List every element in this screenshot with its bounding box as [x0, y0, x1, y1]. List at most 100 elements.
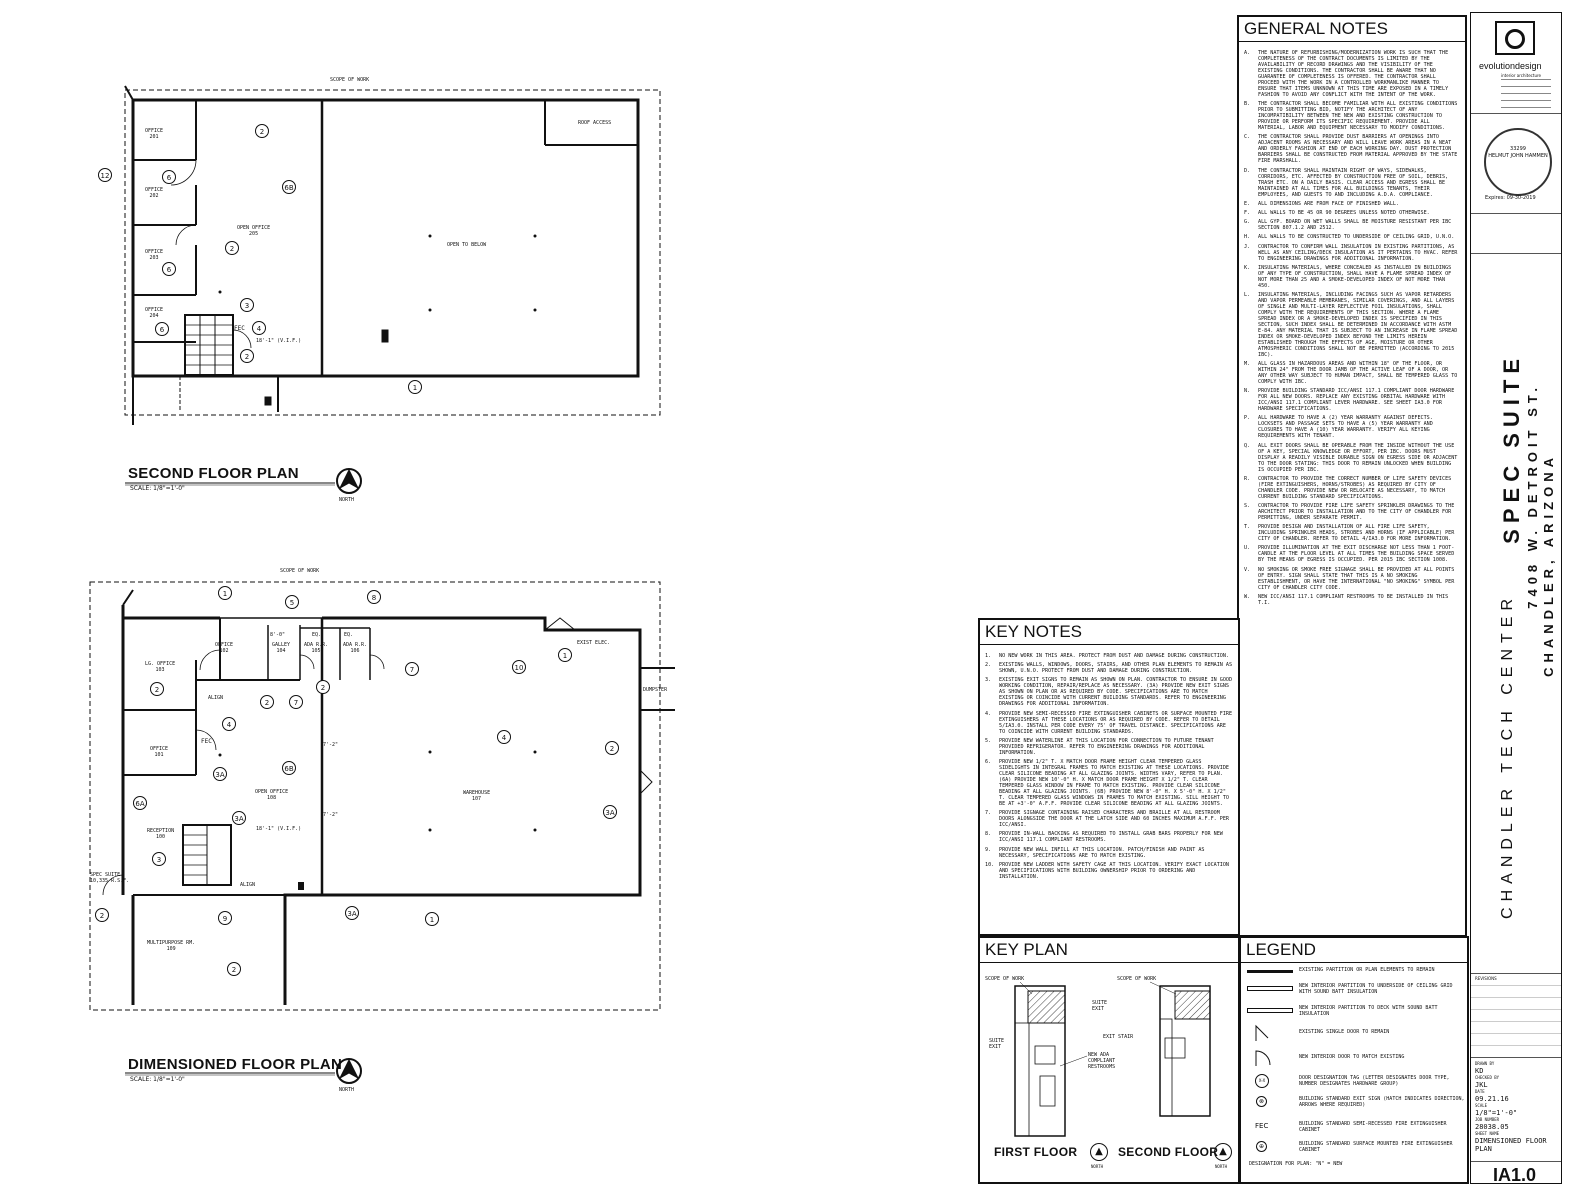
legend-title: LEGEND	[1241, 938, 1467, 963]
note-letter: M.	[1244, 361, 1251, 368]
note-item: L.INSULATING MATERIALS, INCLUDING FACING…	[1244, 292, 1460, 358]
note-letter: 9.	[985, 846, 992, 853]
note-letter: P.	[1244, 415, 1251, 422]
note-text: ALL GYP. BOARD ON WET WALLS SHALL BE MOI…	[1258, 219, 1452, 232]
revisions-label: REVISIONS	[1475, 976, 1497, 981]
keynote-bubble: 2	[260, 695, 274, 709]
note-text: PROVIDE DESIGN AND INSTALLATION OF ALL F…	[1258, 524, 1455, 543]
ada-restrooms-label: NEW ADA COMPLIANT RESTROOMS	[1088, 1052, 1116, 1070]
room-multipurpose-109: MULTIPURPOSE RM.109	[147, 940, 196, 952]
note-text: THE CONTRACTOR SHALL MAINTAIN RIGHT OF W…	[1258, 167, 1449, 198]
detail-bubble: 1	[218, 586, 232, 600]
keynote-bubble: 1	[408, 380, 422, 394]
plan-scale: SCALE: 1/8"=1'-0"	[130, 485, 185, 492]
note-text: PROVIDE IN-WALL BACKING AS REQUIRED TO I…	[999, 831, 1223, 844]
exit-sign-icon: ⊗	[1256, 1096, 1267, 1107]
note-text: INSULATING MATERIALS, WHERE CONCEALED AS…	[1258, 264, 1452, 289]
note-letter: 5.	[985, 737, 992, 744]
existing-partition-symbol	[1247, 970, 1293, 973]
note-text: CONTRACTOR TO CONFIRM WALL INSULATION IN…	[1258, 243, 1458, 262]
keynote-bubble: 3A	[232, 811, 246, 825]
note-letter: 10.	[985, 861, 995, 868]
eq-label: EQ.	[344, 632, 354, 638]
keynote-bubble: 2	[225, 241, 239, 255]
note-text: PROVIDE NEW 1/2" T. X MATCH DOOR FRAME H…	[999, 758, 1230, 807]
key-notes-list: 1. NO NEW WORK IN THIS AREA. PROTECT FROM…	[980, 645, 1238, 880]
keynote-bubble: 2	[150, 682, 164, 696]
note-text: PROVIDE NEW WATERLINE AT THIS LOCATION F…	[999, 737, 1214, 756]
galley-dim: 8'-0"	[270, 632, 286, 638]
keynote-bubble: 2	[227, 962, 241, 976]
note-letter: A.	[1244, 50, 1251, 56]
eq-label: EQ.	[312, 632, 322, 638]
general-notes-panel: GENERAL NOTES A. THE NATURE OF REFURBISHI…	[1237, 15, 1467, 937]
seal-expires: Expires: 09-30-2019	[1485, 195, 1536, 201]
note-letter: N.	[1244, 388, 1251, 395]
note-item: J.CONTRACTOR TO CONFIRM WALL INSULATION …	[1244, 244, 1460, 262]
key-notes-panel: KEY NOTES 1. NO NEW WORK IN THIS AREA. PR…	[978, 618, 1240, 936]
note-item: S.CONTRACTOR TO PROVIDE FIRE LIFE SAFETY…	[1244, 503, 1460, 521]
general-notes-title: GENERAL NOTES	[1239, 17, 1465, 42]
note-letter: 7.	[985, 810, 992, 817]
fec-label: FEC	[201, 738, 212, 745]
architect-seal: 33299 HELMUT JOHN HAMMEN	[1484, 128, 1552, 196]
note-item: V.NO SMOKING OR SMOKE FREE SIGNAGE SHALL…	[1244, 567, 1460, 591]
title-block: evolutiondesign interior architecture 33…	[1470, 12, 1562, 1185]
keynote-bubble: 6	[162, 170, 176, 184]
note-letter: R.	[1244, 475, 1251, 482]
legend-item: NEW INTERIOR PARTITION TO DECK WITH SOUN…	[1241, 1005, 1467, 1027]
note-item: E.ALL DIMENSIONS ARE FROM FACE OF FINISH…	[1244, 201, 1460, 207]
project-line-1: SPEC SUITE	[1499, 353, 1524, 544]
key-notes-title: KEY NOTES	[980, 620, 1238, 645]
north-arrow-icon: ▲	[1214, 1143, 1232, 1161]
note-item: 10.PROVIDE NEW LADDER WITH SAFETY CAGE A…	[985, 862, 1233, 880]
second-floor-label: SECOND FLOOR	[1118, 1145, 1219, 1159]
project-line-3: 7408 W. DETROIT ST.	[1525, 383, 1540, 609]
north-arrow-icon: ▲	[1090, 1143, 1108, 1161]
align-label: ALIGN	[208, 695, 224, 701]
note-text: THE CONTRACTOR SHALL PROVIDE DUST BARRIE…	[1258, 134, 1458, 165]
note-letter: F.	[1244, 209, 1251, 216]
keynote-bubble: 6B	[282, 761, 296, 775]
dim-7-2: 7'-2"	[323, 742, 339, 748]
note-item: U.PROVIDE ILLUMINATION AT THE EXIT DISCH…	[1244, 545, 1460, 563]
suite-exit-left: SUITE EXIT	[989, 1038, 1005, 1050]
keynote-bubble: 10	[512, 660, 526, 674]
key-plan-title: KEY PLAN	[980, 938, 1238, 963]
note-letter: 1.	[985, 653, 992, 659]
legend-list: EXISTING PARTITION OR PLAN ELEMENTS TO R…	[1241, 963, 1467, 1173]
legend-item: EXISTING SINGLE DOOR TO REMAIN	[1241, 1024, 1467, 1051]
note-letter: 3.	[985, 677, 992, 684]
keynote-bubble: 1	[558, 648, 572, 662]
suite-exit-right: SUITE EXIT	[1092, 1000, 1108, 1012]
note-letter: W.	[1244, 593, 1251, 600]
existing-door-icon	[1255, 1024, 1269, 1041]
keynote-bubble: 7	[405, 662, 419, 676]
keynote-bubble: 3A	[603, 805, 617, 819]
dim-text: 18'-1" (V.I.F.)	[256, 826, 302, 832]
firm-name: evolutiondesign	[1479, 61, 1542, 71]
note-text: ALL WALLS TO BE CONSTRUCTED TO UNDERSIDE…	[1258, 234, 1455, 241]
fec-label: FEC	[234, 325, 245, 332]
note-text: CONTRACTOR TO PROVIDE THE CORRECT NUMBER…	[1258, 475, 1452, 500]
note-item: Q.ALL EXIT DOORS SHALL BE OPERABLE FROM …	[1244, 443, 1460, 473]
note-text: ALL HARDWARE TO HAVE A (2) YEAR WARRANTY…	[1258, 415, 1433, 440]
note-text: CONTRACTOR TO PROVIDE FIRE LIFE SAFETY S…	[1258, 503, 1455, 521]
detail-bubble: 12	[98, 168, 112, 182]
room-roof-access: ROOF ACCESS	[578, 120, 612, 126]
note-item: 5. PROVIDE NEW WATERLINE AT THIS LOCATION…	[985, 738, 1233, 756]
second-floor-plan-drawing	[124, 85, 661, 425]
note-text: EXISTING WALLS, WINDOWS, DOORS, STAIRS, …	[999, 662, 1233, 675]
room-ada-rr-105: ADA R.R.105	[304, 642, 329, 654]
note-text: NO NEW WORK IN THIS AREA. PROTECT FROM D…	[999, 653, 1230, 659]
dumpster-label: DUMPSTER	[643, 687, 668, 693]
note-letter: 6.	[985, 758, 992, 765]
note-item: 8.PROVIDE IN-WALL BACKING AS REQUIRED TO…	[985, 831, 1233, 843]
scope-label: SCOPE OF WORK	[280, 568, 320, 574]
note-item: 3.EXISTING EXIT SIGNS TO REMAIN AS SHOWN…	[985, 677, 1233, 707]
note-text: THE NATURE OF REFURBISHING/MODERNIZATION…	[1258, 50, 1449, 98]
north-arrow-dimensioned	[336, 1058, 362, 1084]
